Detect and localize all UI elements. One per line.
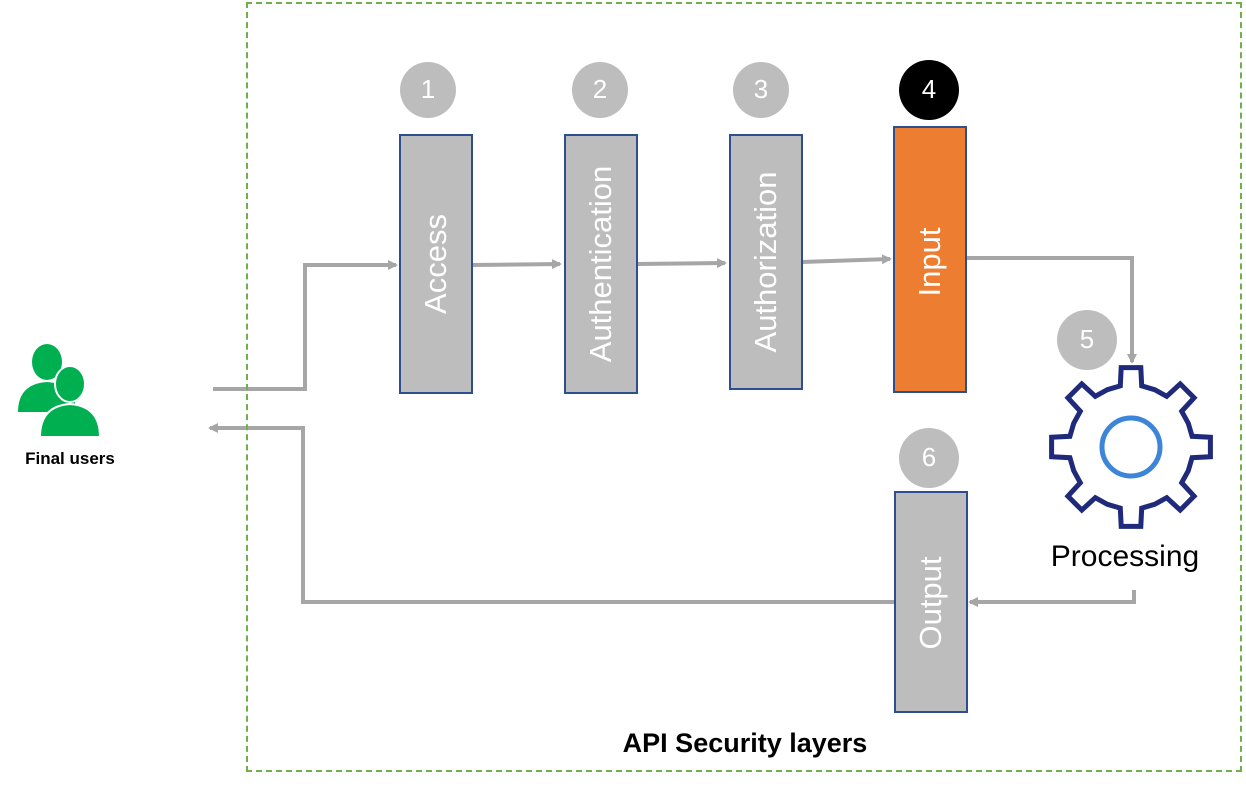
users-label: Final users [25,449,115,468]
step-2-badge [572,62,628,118]
layer-access-box [399,134,473,394]
step-5-badge [1057,310,1117,370]
arrow-authorization-to-input [801,254,892,265]
step-4-badge [899,60,959,120]
layer-output-label: Output [913,556,948,649]
arrow-access-to-authentication [471,259,562,270]
layer-authorization: Authorization 3 [729,62,803,390]
step-3-badge [733,62,789,118]
zone-title: API Security layers [0,728,1246,759]
step-4-number: 4 [922,74,936,104]
layer-input-box [893,126,967,393]
arrow-users-to-access [213,260,398,391]
zone-title-text: API Security layers [622,728,868,758]
users-icon [18,344,102,438]
arrow-input-to-processing [967,256,1137,364]
processing-label: Processing [1050,540,1200,573]
flow-arrows [208,254,1137,607]
step-1-badge [400,62,456,118]
layer-output-box [894,491,968,713]
step-6-number: 6 [922,442,936,472]
arrow-authentication-to-authorization [636,258,727,269]
step-5-number: 5 [1080,324,1094,354]
gear-icon [1049,365,1213,529]
layer-authentication-box [564,134,638,394]
step-3-number: 3 [754,74,768,104]
step-1-number: 1 [421,74,435,104]
step-6-badge [899,428,959,488]
step-2-number: 2 [593,74,607,104]
layer-access: Access 1 [399,62,473,394]
api-security-zone [246,2,1242,772]
layer-output: Output 6 [894,428,968,713]
layer-input-label: Input [912,227,947,296]
layer-access-label: Access [418,214,453,314]
layer-authentication-label: Authentication [583,166,618,362]
layer-input: Input 4 [893,60,967,393]
layer-authorization-box [729,134,803,390]
arrow-output-to-users [208,423,894,604]
layer-authentication: Authentication 2 [564,62,638,394]
layer-authorization-label: Authorization [748,172,783,353]
arrow-processing-to-output [968,590,1136,607]
